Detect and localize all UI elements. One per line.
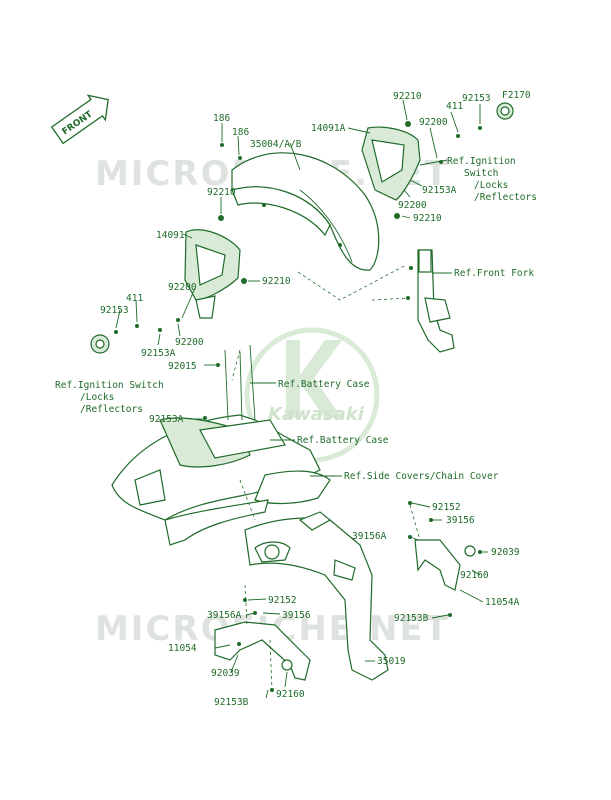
leader-lines xyxy=(115,99,488,699)
label-92210d: 92210 xyxy=(413,213,442,224)
label-92200e: 92200 xyxy=(175,337,204,348)
label-92015: 92015 xyxy=(168,361,197,372)
reflector-right-icon xyxy=(496,102,514,120)
label-92152a: 92152 xyxy=(432,502,461,513)
ref-front-fork: Ref.Front Fork xyxy=(454,268,534,279)
ref-battery-case-2: Ref.Battery Case xyxy=(297,435,389,446)
label-39156b: 39156 xyxy=(282,610,311,621)
logo-wordmark: Kawasaki xyxy=(268,404,365,425)
reflector-left-icon xyxy=(90,334,110,354)
label-35004: 35004/A/B xyxy=(250,139,302,150)
ref-battery-case-1: Ref.Battery Case xyxy=(278,379,370,390)
label-35019: 35019 xyxy=(377,656,406,667)
label-411a: 411 xyxy=(446,101,463,112)
kawasaki-logo-watermark: Kawasaki xyxy=(244,327,380,463)
ref-ignition-left-3: /Reflectors xyxy=(80,404,143,415)
label-92160b: 92160 xyxy=(276,689,305,700)
label-92039a: 92039 xyxy=(491,547,520,558)
label-92153Aa: 92153A xyxy=(422,185,457,196)
label-92200a: 92200 xyxy=(419,117,448,128)
label-39156Aa: 39156A xyxy=(352,531,387,542)
reference-labels: Ref.Ignition Switch /Locks /Reflectors R… xyxy=(55,156,537,482)
label-92210c: 92210 xyxy=(207,187,236,198)
bracket-11054 xyxy=(214,621,311,681)
label-11054A: 11054A xyxy=(485,597,520,608)
reference-dash-lines xyxy=(231,264,421,691)
front-fender xyxy=(231,152,380,271)
ref-ignition-right-2: Switch xyxy=(464,168,498,179)
label-14091: 14091 xyxy=(156,230,185,241)
label-92153Bb: 92153B xyxy=(214,697,249,708)
label-92153Ab: 92153A xyxy=(141,348,176,359)
watermark: MICROFICHE.NET MICROFICHE.NET xyxy=(95,154,448,649)
label-14091a: 14091A xyxy=(311,123,346,134)
label-92039b: 92039 xyxy=(211,668,240,679)
front-arrow-icon: FRONT xyxy=(50,94,109,145)
ref-ignition-right-1: Ref.Ignition xyxy=(447,156,516,167)
label-92160a: 92160 xyxy=(460,570,489,581)
part-labels: 186 186 35004/A/B 14091A 92210 411 92153… xyxy=(100,91,520,708)
label-92153b: 92153 xyxy=(100,305,129,316)
bracket-11054A xyxy=(414,539,476,591)
fender-side-cover-left xyxy=(184,229,241,319)
ref-ignition-left-1: Ref.Ignition Switch xyxy=(55,380,164,391)
inner-fender-assembly xyxy=(111,344,331,546)
label-186b: 186 xyxy=(232,127,249,138)
label-92153a: 92153 xyxy=(462,93,491,104)
label-39156a: 39156 xyxy=(446,515,475,526)
label-92152b: 92152 xyxy=(268,595,297,606)
label-186a: 186 xyxy=(213,113,230,124)
label-411b: 411 xyxy=(126,293,143,304)
label-11054: 11054 xyxy=(168,643,197,654)
hardware-fasteners xyxy=(114,121,482,692)
label-92210e: 92210 xyxy=(262,276,291,287)
ref-side-covers: Ref.Side Covers/Chain Cover xyxy=(344,471,499,482)
label-39156Ab: 39156A xyxy=(207,610,242,621)
label-92153Ac: 92153A xyxy=(149,414,184,425)
label-92200c: 92200 xyxy=(398,200,427,211)
label-92210a: 92210 xyxy=(393,91,422,102)
logo-k-shape xyxy=(286,340,342,418)
fender-side-cover-right xyxy=(361,126,421,201)
ref-ignition-right-4: /Reflectors xyxy=(474,192,537,203)
rear-fender xyxy=(244,511,389,681)
label-92200d: 92200 xyxy=(168,282,197,293)
diagram-code: F2170 xyxy=(502,90,531,101)
ref-ignition-right-3: /Locks xyxy=(474,180,508,191)
ref-ignition-left-2: /Locks xyxy=(80,392,114,403)
label-92153Ba: 92153B xyxy=(394,613,429,624)
front-fork-sketch xyxy=(417,249,455,353)
